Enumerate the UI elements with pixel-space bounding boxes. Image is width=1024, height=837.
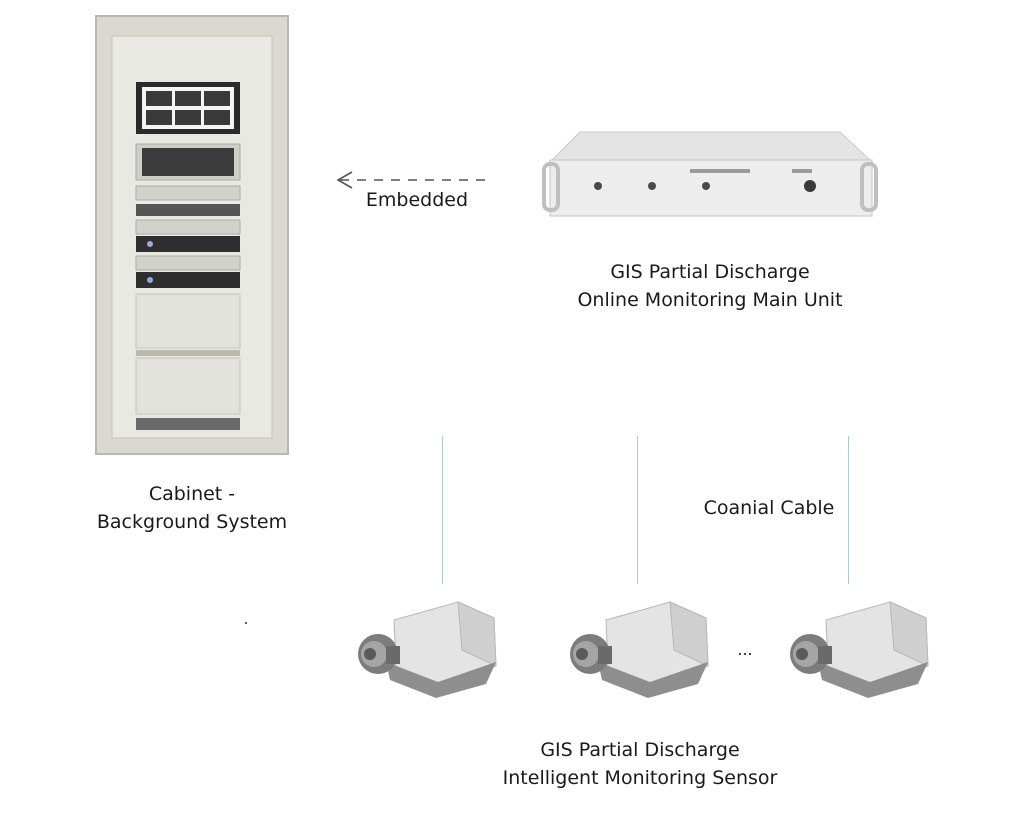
cable-line-2 — [637, 436, 638, 584]
stray-dot — [245, 622, 247, 624]
main-unit-label-line2: Online Monitoring Main Unit — [577, 289, 843, 311]
cable-label: Coanial Cable — [703, 497, 835, 519]
main-unit-label: GIS Partial Discharge Online Monitoring … — [540, 258, 880, 314]
embedded-label: Embedded — [365, 189, 469, 211]
cable-line-1 — [442, 436, 443, 584]
sensor-ellipsis: ... — [737, 640, 753, 659]
sensor-image-3 — [790, 601, 929, 698]
sensor-label: GIS Partial Discharge Intelligent Monito… — [470, 736, 810, 792]
cable-line-3 — [848, 436, 849, 584]
cabinet-label: Cabinet - Background System — [82, 480, 302, 536]
embedded-arrow — [336, 171, 486, 189]
sensor-image-1 — [358, 601, 497, 698]
sensor-label-line2: Intelligent Monitoring Sensor — [502, 767, 778, 789]
cabinet-label-line1: Cabinet - — [148, 483, 236, 505]
cabinet-label-line2: Background System — [96, 511, 288, 533]
cabinet-image — [95, 15, 289, 455]
sensor-label-line1: GIS Partial Discharge — [540, 739, 740, 761]
main-unit-label-line1: GIS Partial Discharge — [610, 261, 810, 283]
sensor-image-2 — [570, 601, 709, 698]
main-unit-image — [542, 131, 878, 217]
